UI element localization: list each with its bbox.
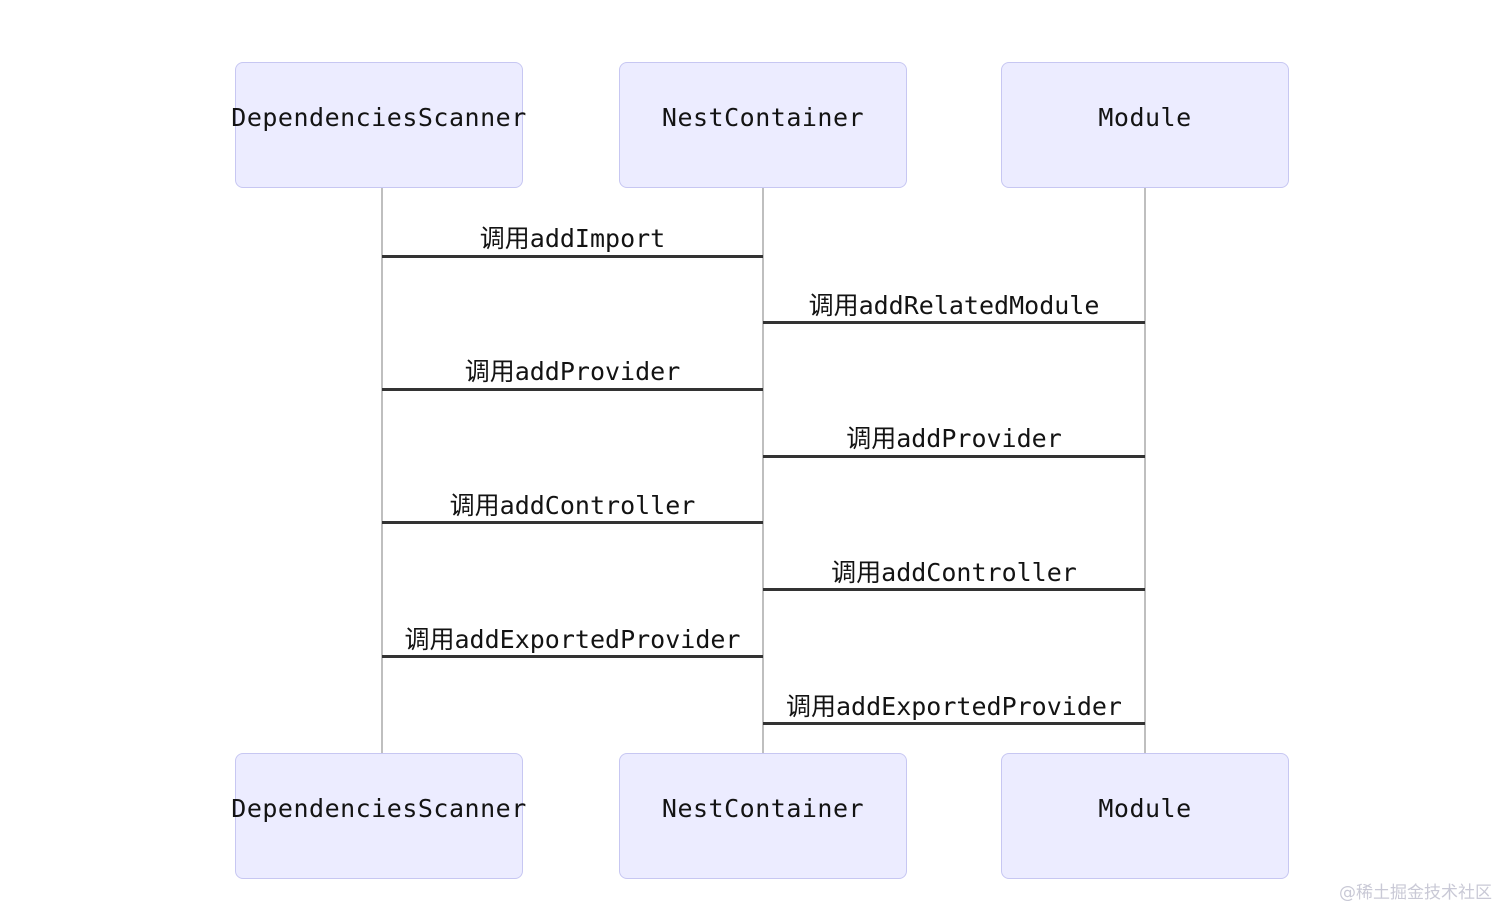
message-line-2[interactable] xyxy=(763,321,1145,324)
message-label-2: 调用addRelatedModule xyxy=(808,291,1100,320)
lifeline-module xyxy=(1144,188,1146,754)
participant-box-dependencies-scanner-top[interactable]: DependenciesScanner xyxy=(231,62,526,188)
message-line-4[interactable] xyxy=(763,455,1145,458)
participant-label-dependencies-scanner-top: DependenciesScanner xyxy=(231,102,527,132)
message-line-3[interactable] xyxy=(382,388,763,391)
watermark-text: @稀土掘金技术社区 xyxy=(1339,883,1492,903)
lifeline-dependencies-scanner xyxy=(381,188,383,754)
message-label-6: 调用addController xyxy=(831,558,1077,587)
message-line-5[interactable] xyxy=(382,521,763,524)
message-label-4: 调用addProvider xyxy=(846,424,1062,453)
participant-label-module-top: Module xyxy=(1098,102,1192,132)
message-label-5: 调用addController xyxy=(449,491,696,520)
message-label-8: 调用addExportedProvider xyxy=(786,692,1122,721)
message-line-8[interactable] xyxy=(763,722,1145,725)
message-line-1[interactable] xyxy=(382,255,763,258)
participant-box-nest-container-top[interactable]: NestContainer xyxy=(619,62,907,188)
participant-box-dependencies-scanner-bottom[interactable]: DependenciesScanner xyxy=(231,753,526,879)
message-line-7[interactable] xyxy=(382,655,763,658)
message-line-6[interactable] xyxy=(763,588,1145,591)
participant-box-module-top[interactable]: Module xyxy=(1001,62,1289,188)
participant-label-nest-container-top: NestContainer xyxy=(661,102,865,132)
message-label-1: 调用addImport xyxy=(479,224,666,253)
participant-label-module-bottom: Module xyxy=(1098,793,1192,823)
participant-box-module-bottom[interactable]: Module xyxy=(1001,753,1289,879)
message-label-7: 调用addExportedProvider xyxy=(404,625,741,654)
participant-box-nest-container-bottom[interactable]: NestContainer xyxy=(619,753,907,879)
lifeline-nest-container xyxy=(762,188,764,754)
message-label-3: 调用addProvider xyxy=(464,357,681,386)
participant-label-dependencies-scanner-bottom: DependenciesScanner xyxy=(231,793,527,823)
participant-label-nest-container-bottom: NestContainer xyxy=(661,793,865,823)
